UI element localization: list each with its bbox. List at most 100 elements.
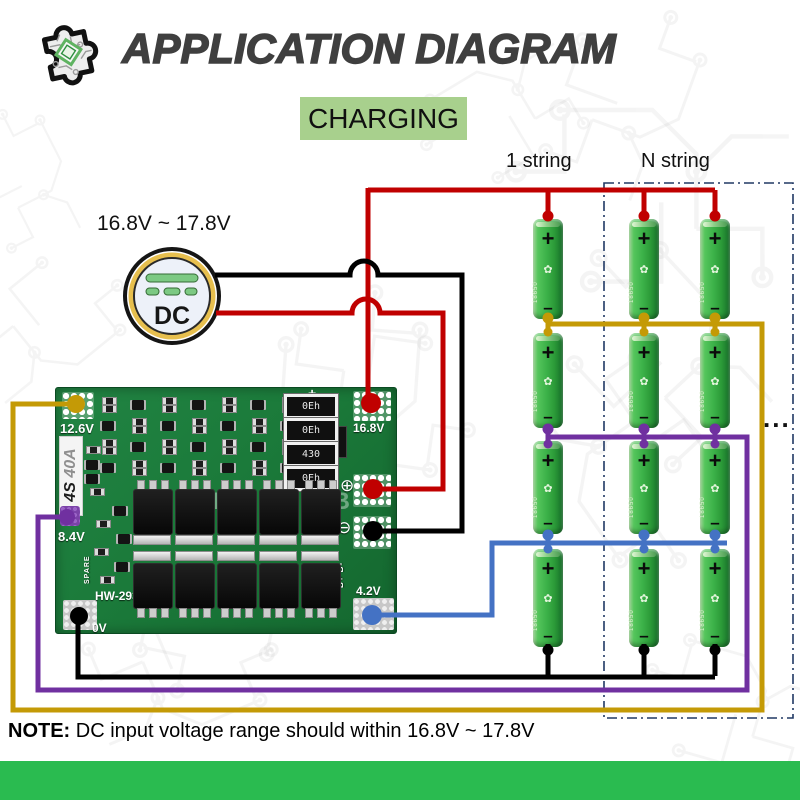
smd-component (301, 535, 339, 545)
spare-label: SPARE (84, 555, 91, 584)
smd-component (102, 397, 117, 405)
smd-component (263, 608, 271, 618)
smd-component (275, 608, 283, 618)
pack-plus-pad (62, 392, 94, 419)
smd-component (132, 418, 147, 426)
model-current: 40A (62, 448, 79, 478)
smd-component (162, 405, 177, 413)
pad-label-8v4: 8.4V (58, 529, 85, 544)
battery-plus-mark: + (541, 448, 555, 473)
smd-component (301, 551, 339, 561)
smd-component (252, 468, 267, 476)
smd-component (222, 447, 237, 455)
smd-component (192, 418, 207, 426)
smd-component (102, 405, 117, 413)
smd-component (100, 576, 115, 584)
power-resistor: 0Eh (284, 418, 338, 443)
smd-component (162, 463, 174, 473)
smd-component (132, 426, 147, 434)
battery-plus-mark: + (541, 340, 555, 365)
string-n-label: N string (641, 150, 710, 172)
battery-logo-icon: ✿ (639, 264, 649, 276)
mosfet (217, 563, 257, 609)
smd-component (252, 418, 267, 426)
battery-plus-mark: + (541, 556, 555, 581)
battery-cell: +✿18650– (629, 549, 659, 647)
smd-component (86, 460, 98, 470)
smd-component (96, 520, 111, 528)
smd-component (179, 608, 187, 618)
smd-component (203, 608, 211, 618)
smd-component (217, 535, 255, 545)
battery-cell: +✿18650– (629, 441, 659, 534)
smd-component (94, 548, 109, 556)
smd-component (118, 534, 130, 544)
smd-component (132, 468, 147, 476)
smd-component (252, 400, 264, 410)
smd-component (137, 608, 145, 618)
note-prefix: NOTE: (8, 720, 71, 742)
smd-component (86, 446, 101, 454)
dc-voltage-range-label: 16.8V ~ 17.8V (97, 212, 231, 235)
smd-component (162, 447, 177, 455)
battery-minus-mark: – (543, 407, 553, 426)
battery-logo-icon: ✿ (710, 482, 720, 495)
smd-component (114, 506, 126, 516)
smd-component (175, 551, 213, 561)
smd-component (132, 442, 144, 452)
battery-cell: +✿18650– (533, 441, 563, 534)
mosfet (133, 563, 173, 609)
smd-component (192, 442, 204, 452)
battery-minus-mark: – (710, 513, 720, 532)
pad-label-12v6: 12.6V (60, 421, 94, 436)
battery-logo-icon: ✿ (639, 482, 649, 495)
battery-minus-mark: – (710, 407, 720, 426)
battery-logo-icon: ✿ (543, 264, 553, 276)
smd-component (191, 608, 199, 618)
pad-label-4v2: 4.2V (356, 584, 381, 598)
mosfet (301, 563, 341, 609)
pad-label-0v: 0V (92, 621, 107, 635)
battery-minus-mark: – (639, 298, 649, 317)
battery-logo-icon: ✿ (710, 264, 720, 276)
note-body: DC input voltage range should within 16.… (75, 720, 535, 742)
smd-component (222, 439, 237, 447)
smd-component (192, 468, 207, 476)
smd-component (102, 439, 117, 447)
note-text: NOTE: DC input voltage range should with… (8, 720, 534, 743)
more-strings-ellipsis: ... (763, 403, 791, 433)
mosfet (133, 489, 173, 535)
smd-component (317, 608, 325, 618)
battery-plus-mark: + (637, 556, 651, 581)
smd-component (221, 608, 229, 618)
smd-component (252, 460, 267, 468)
smd-component (222, 421, 234, 431)
smd-component (86, 474, 98, 484)
battery-logo-icon: ✿ (543, 593, 553, 606)
smd-component (162, 397, 177, 405)
smd-component (149, 608, 157, 618)
smd-component (133, 535, 171, 545)
battery-cell: +✿18650– (700, 549, 730, 647)
page-title: APPLICATION DIAGRAM (121, 25, 616, 72)
smd-component (252, 442, 264, 452)
battery-minus-mark: – (639, 513, 649, 532)
smd-component (192, 460, 207, 468)
smd-component (233, 608, 241, 618)
battery-logo-icon: ✿ (639, 593, 649, 606)
battery-minus-mark: – (543, 626, 553, 645)
battery-plus-mark: + (708, 556, 722, 581)
smd-component (132, 460, 147, 468)
battery-cell: +✿18650– (629, 219, 659, 319)
smd-component (162, 421, 174, 431)
battery-minus-mark: – (543, 513, 553, 532)
mosfet (301, 489, 341, 535)
battery-cell: +✿18650– (700, 441, 730, 534)
smd-component (222, 405, 237, 413)
mosfet (217, 489, 257, 535)
smd-component (162, 439, 177, 447)
battery-logo-icon: ✿ (543, 482, 553, 495)
model-series: 4S (62, 482, 79, 502)
battery-logo-icon: ✿ (543, 375, 553, 388)
